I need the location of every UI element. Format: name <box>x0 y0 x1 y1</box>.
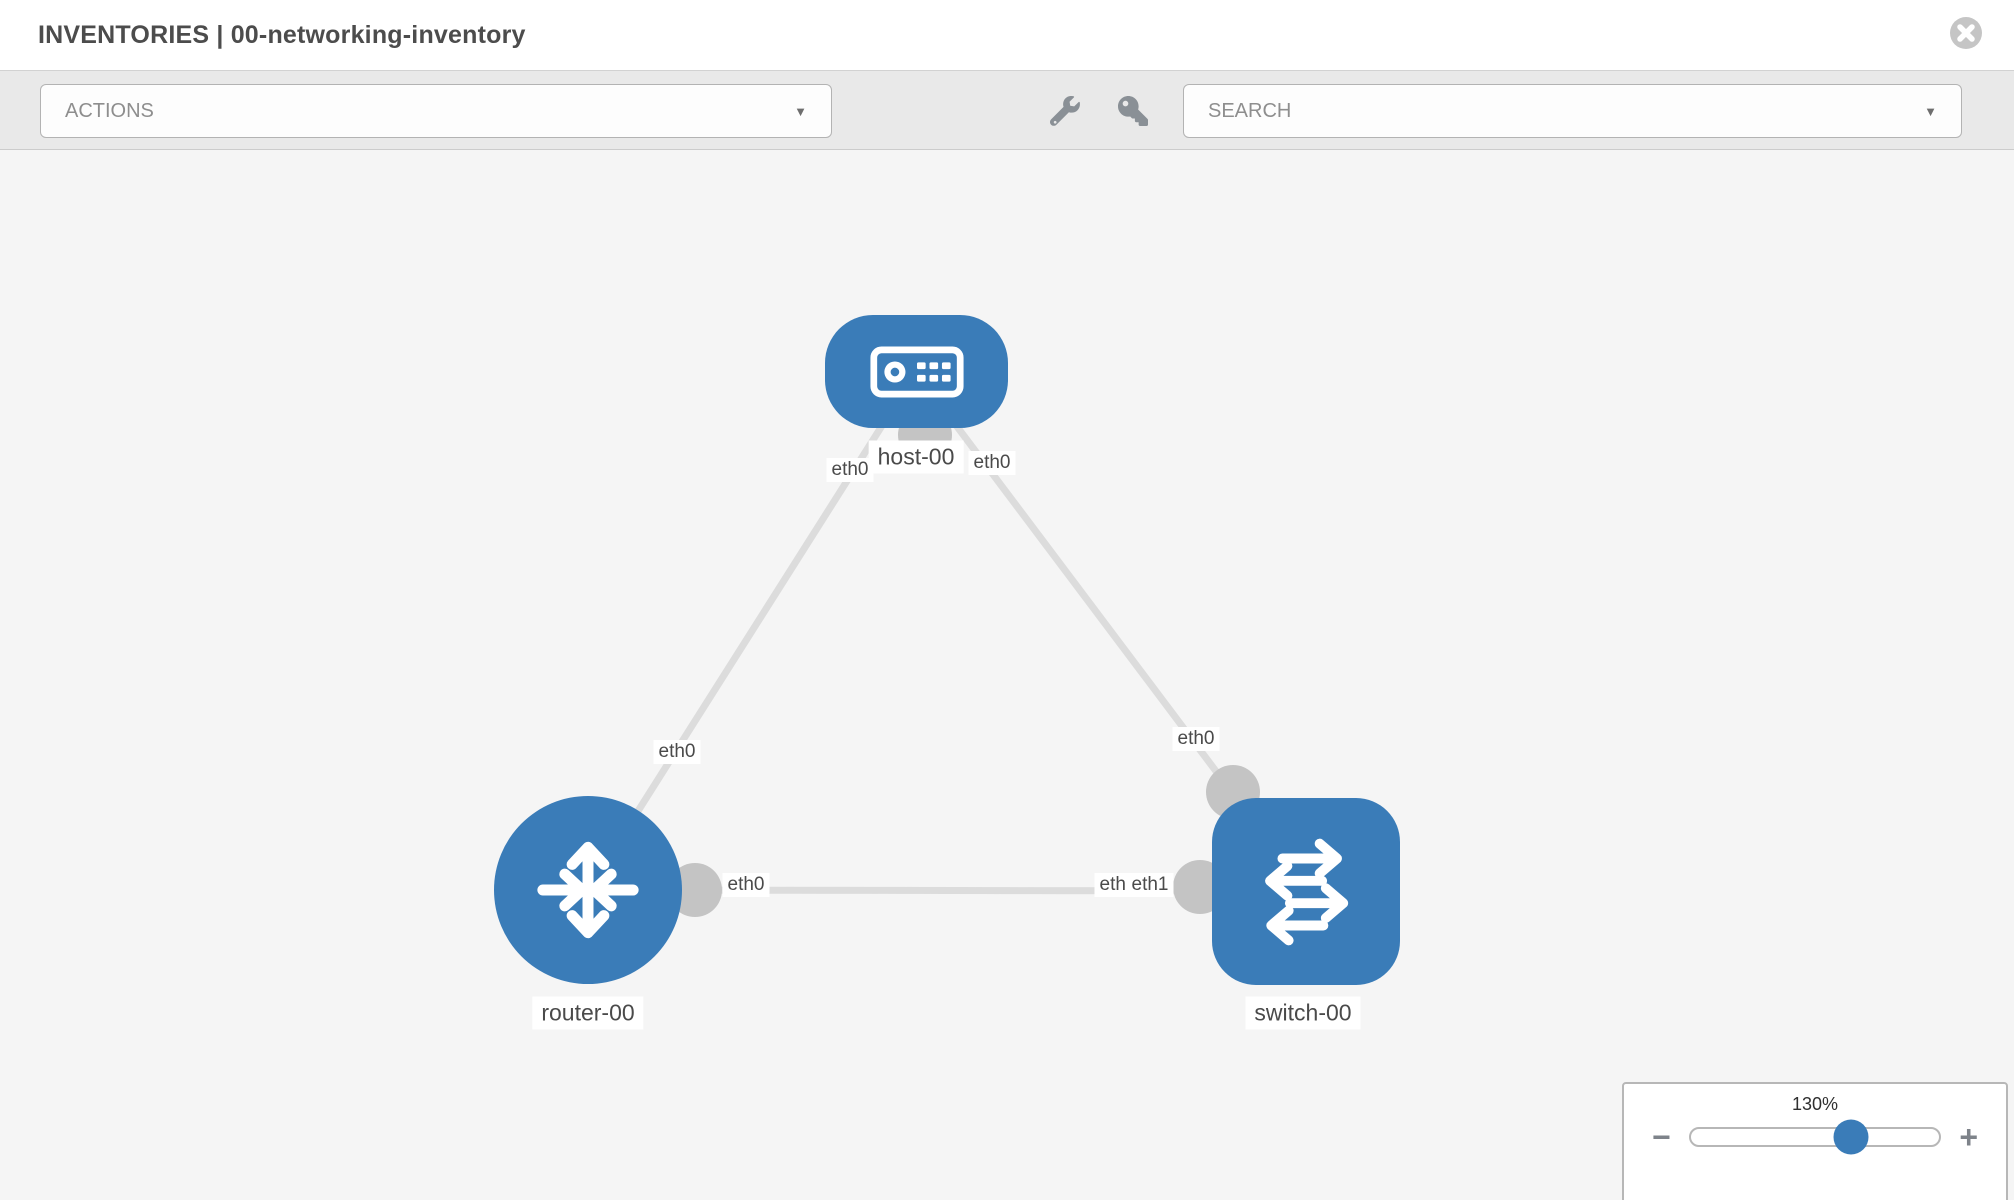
zoom-level-value: 130% <box>1791 1094 1839 1114</box>
node-label-router: router-00 <box>532 996 644 1030</box>
interface-label: eth0 <box>653 740 701 764</box>
interface-label: eth1 <box>1126 873 1174 897</box>
topology-canvas[interactable]: host-00 router-00 switch-00 eth0 eth0 et… <box>0 150 2014 1200</box>
actions-dropdown[interactable]: ACTIONS ▼ <box>40 84 832 138</box>
chevron-down-icon: ▼ <box>1924 103 1937 119</box>
interface-label: eth0 <box>1172 727 1220 751</box>
inventory-header: INVENTORIES | 00-networking-inventory <box>0 0 2014 70</box>
configure-button[interactable] <box>1047 95 1083 128</box>
zoom-slider-track[interactable] <box>1688 1119 1942 1155</box>
interface-dot <box>668 863 722 917</box>
toolbar: ACTIONS ▼ SEARCH ▼ <box>0 70 2014 150</box>
zoom-in-button[interactable]: + <box>1959 1119 1978 1155</box>
server-icon <box>869 346 964 397</box>
wrench-icon <box>1049 95 1080 126</box>
search-placeholder: SEARCH <box>1208 99 1292 122</box>
credentials-button[interactable] <box>1115 96 1151 128</box>
actions-dropdown-label: ACTIONS <box>65 99 154 122</box>
router-icon <box>537 841 639 939</box>
switch-icon <box>1265 838 1349 945</box>
close-icon <box>1950 17 1982 49</box>
interface-label: eth0 <box>722 873 770 897</box>
node-host-00[interactable] <box>825 315 1008 428</box>
switch-icon-node node-switch-00[interactable] <box>1212 798 1400 985</box>
zoom-slider-knob[interactable] <box>1833 1119 1869 1155</box>
node-router-00[interactable] <box>494 796 682 984</box>
chevron-down-icon: ▼ <box>794 103 807 119</box>
page-title: INVENTORIES | 00-networking-inventory <box>38 20 526 49</box>
links-layer <box>585 369 1309 917</box>
close-button[interactable] <box>1948 16 1984 52</box>
key-icon <box>1118 96 1148 126</box>
zoom-out-button[interactable]: − <box>1652 1119 1671 1155</box>
node-label-switch: switch-00 <box>1245 996 1361 1030</box>
zoom-panel: 130% − + <box>1622 1082 2008 1200</box>
interface-label: eth0 <box>968 451 1016 475</box>
interface-label: eth0 <box>826 458 874 482</box>
search-dropdown[interactable]: SEARCH ▼ <box>1183 84 1962 138</box>
node-label-host: host-00 <box>868 440 964 474</box>
